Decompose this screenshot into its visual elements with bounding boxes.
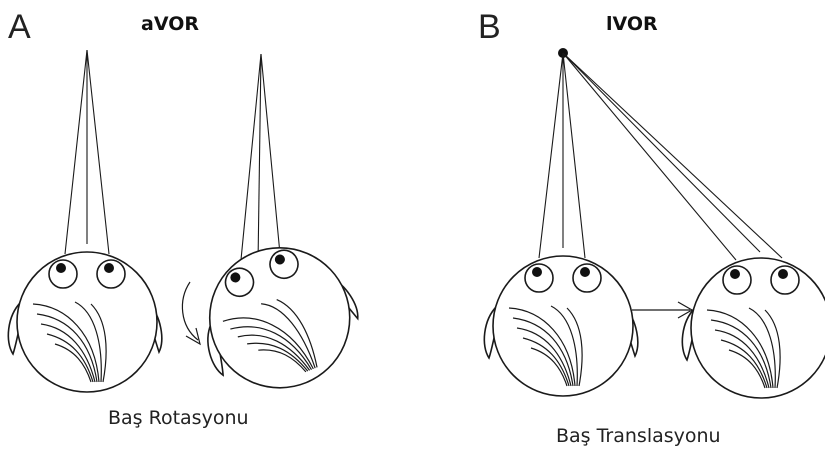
panel-b-letter: B bbox=[478, 8, 501, 46]
panel-a-fish-neutral bbox=[8, 50, 161, 392]
rotation-arrow-icon bbox=[182, 282, 200, 344]
panel-a-caption: Baş Rotasyonu bbox=[108, 407, 249, 429]
translation-arrow-icon bbox=[632, 302, 692, 318]
panel-a-title: aVOR bbox=[141, 13, 199, 35]
panel-b-title: lVOR bbox=[606, 13, 658, 35]
panel-a-letter: A bbox=[8, 8, 31, 46]
panel-b-fish-neutral bbox=[484, 53, 637, 396]
panel-b-caption: Baş Translasyonu bbox=[556, 425, 721, 447]
panel-a-fish-rotated bbox=[181, 54, 376, 412]
